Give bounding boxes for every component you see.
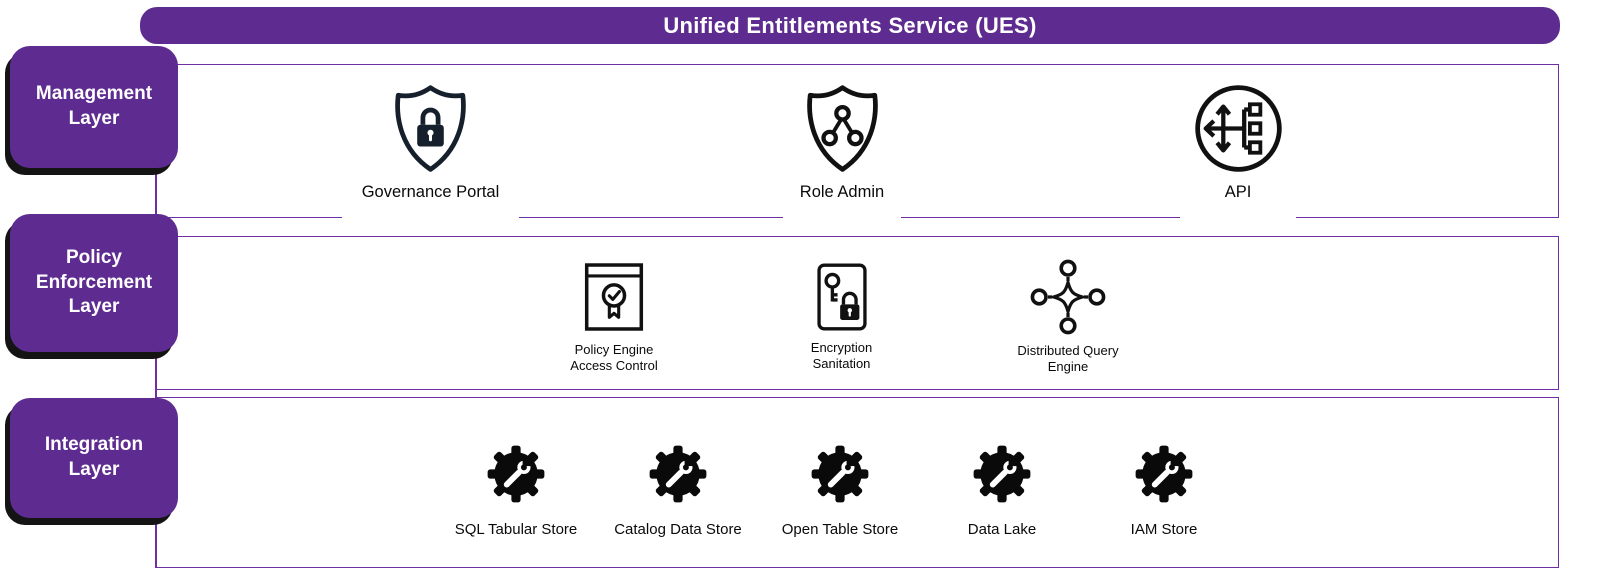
item-governance-portal: Governance Portal — [342, 66, 519, 218]
gear-wrench-icon — [969, 441, 1035, 512]
item-role-admin: Role Admin — [783, 66, 901, 218]
item-label: Policy Engine Access Control — [570, 341, 658, 373]
badge-share-icon — [795, 81, 890, 176]
key-lock-icon — [805, 260, 879, 334]
item-sql-tabular-store: SQL Tabular Store — [452, 441, 580, 540]
certified-document-icon — [575, 258, 653, 336]
badge-lock-icon — [383, 81, 478, 176]
item-label: Data Lake — [967, 520, 1037, 538]
api-flow-icon — [1191, 81, 1286, 176]
gear-wrench-icon — [645, 441, 711, 512]
item-open-table-store: Open Table Store — [776, 441, 904, 540]
item-label: IAM Store — [1130, 520, 1198, 538]
item-api: API — [1180, 66, 1296, 218]
layer-label-text: Policy Enforcement Layer — [35, 246, 153, 318]
gear-wrench-icon — [483, 441, 549, 512]
diagram-title: Unified Entitlements Service (UES) — [663, 12, 1037, 38]
item-label: Governance Portal — [361, 183, 500, 202]
policy-enforcement-layer-label: Policy Enforcement Layer — [10, 214, 178, 352]
layer-label-text: Integration Layer — [44, 434, 144, 480]
item-label: SQL Tabular Store — [454, 520, 578, 538]
management-layer-label: Management Layer — [10, 46, 178, 168]
item-catalog-data-store: Catalog Data Store — [614, 441, 742, 540]
item-label: Distributed Query Engine — [1017, 342, 1119, 374]
layer-label-text: Management Layer — [35, 83, 153, 129]
item-encryption-sanitation: Encryption Sanitation — [795, 246, 888, 386]
item-label: Role Admin — [799, 183, 885, 202]
item-label: Open Table Store — [781, 520, 899, 538]
item-policy-engine-access-control: Policy Engine Access Control — [556, 246, 672, 386]
item-label: API — [1224, 183, 1252, 202]
integration-layer-label: Integration Layer — [10, 398, 178, 518]
item-distributed-query-engine: Distributed Query Engine — [1004, 247, 1132, 385]
gear-wrench-icon — [807, 441, 873, 512]
item-iam-store: IAM Store — [1100, 441, 1228, 540]
diagram-title-bar: Unified Entitlements Service (UES) — [140, 7, 1560, 44]
distributed-nodes-icon — [1028, 257, 1108, 337]
item-label: Encryption Sanitation — [810, 339, 873, 371]
item-data-lake: Data Lake — [938, 441, 1066, 540]
integration-items-panel: SQL Tabular Store — [410, 427, 1270, 553]
item-label: Catalog Data Store — [614, 520, 742, 538]
gear-wrench-icon — [1131, 441, 1197, 512]
